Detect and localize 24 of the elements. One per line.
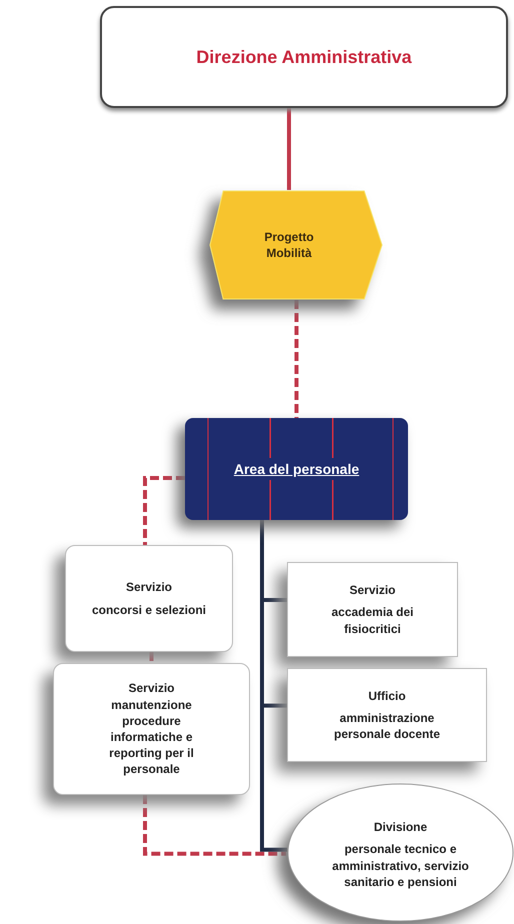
node-heading: Divisione bbox=[374, 819, 428, 836]
dashed-connector bbox=[143, 795, 286, 856]
node-label: accademia dei fisiocritici bbox=[330, 604, 415, 637]
node-heading: Servizio bbox=[349, 582, 396, 598]
node-label: amministrazione personale docente bbox=[332, 710, 442, 742]
division-ellipse bbox=[287, 783, 514, 922]
node-label: Progetto Mobilità bbox=[263, 228, 315, 262]
service-box bbox=[287, 562, 458, 657]
node-label: personale tecnico e amministrativo, servizio sanitario e pensioni bbox=[331, 841, 470, 890]
connector-line bbox=[260, 520, 288, 852]
node-label: Direzione Amministrativa bbox=[196, 46, 412, 69]
title-box bbox=[100, 6, 508, 108]
service-box bbox=[53, 663, 250, 795]
node-heading: Ufficio bbox=[368, 688, 406, 704]
area-box bbox=[185, 418, 408, 520]
node-label: Servizio manutenzione procedure informatiche e reporting per il personale bbox=[108, 680, 195, 778]
node-label: concorsi e selezioni bbox=[92, 602, 206, 618]
service-box bbox=[65, 545, 233, 652]
dashed-connector bbox=[143, 476, 185, 545]
node-heading: Servizio bbox=[126, 579, 172, 596]
office-box bbox=[287, 668, 487, 762]
dashed-connector bbox=[150, 652, 154, 663]
dashed-connector bbox=[294, 300, 298, 418]
connector-line bbox=[287, 108, 291, 190]
